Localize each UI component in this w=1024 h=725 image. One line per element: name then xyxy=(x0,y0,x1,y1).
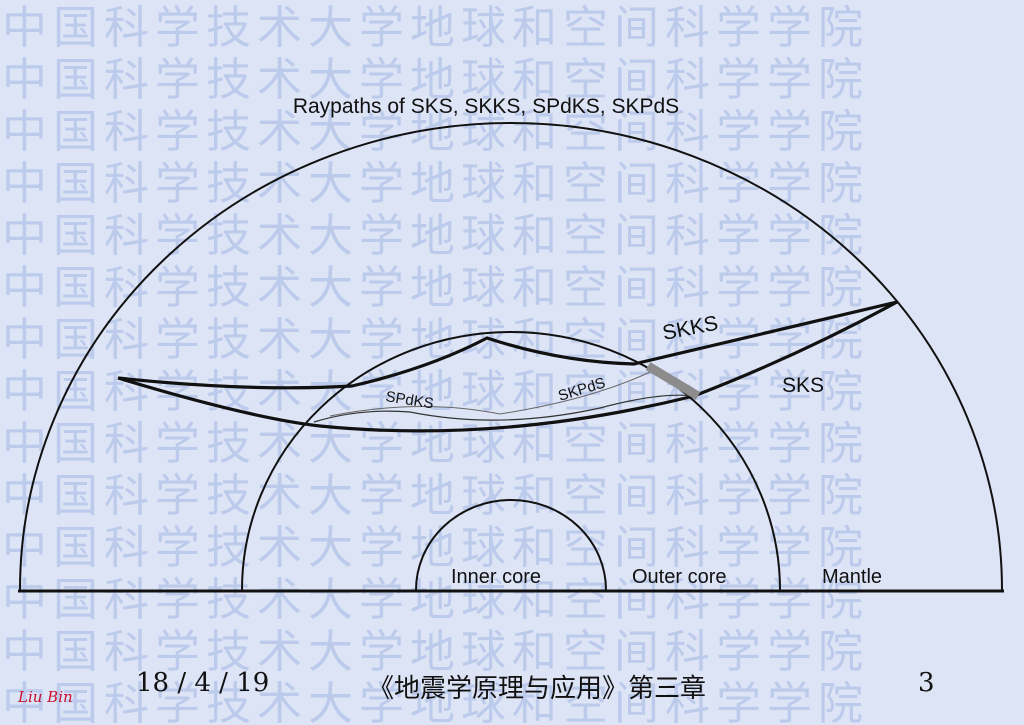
core-mantle-boundary-arc xyxy=(242,332,780,590)
mantle-label: Mantle xyxy=(822,566,882,588)
surface-arc xyxy=(20,123,1002,590)
author-signature: Liu Bin xyxy=(18,688,73,706)
sks-label: SKS xyxy=(782,374,824,397)
footer-title: 《地震学原理与应用》第三章 xyxy=(368,668,706,705)
outer-core-label: Outer core xyxy=(632,566,726,588)
spdks-label: SPdKS xyxy=(384,388,434,412)
page-number: 3 xyxy=(918,668,935,698)
skks-label: SKKS xyxy=(661,312,720,345)
sks-raypath xyxy=(118,302,897,431)
diagram-title-text: Raypaths of SKS, SKKS, SPdKS, SKPdS xyxy=(293,95,679,118)
inner-core-label: Inner core xyxy=(451,566,541,588)
skpds-label: SKPdS xyxy=(556,374,607,404)
footer-date: 18 / 4 / 19 xyxy=(136,668,269,698)
diffraction-segment xyxy=(648,366,698,396)
skks-raypath xyxy=(118,302,897,388)
